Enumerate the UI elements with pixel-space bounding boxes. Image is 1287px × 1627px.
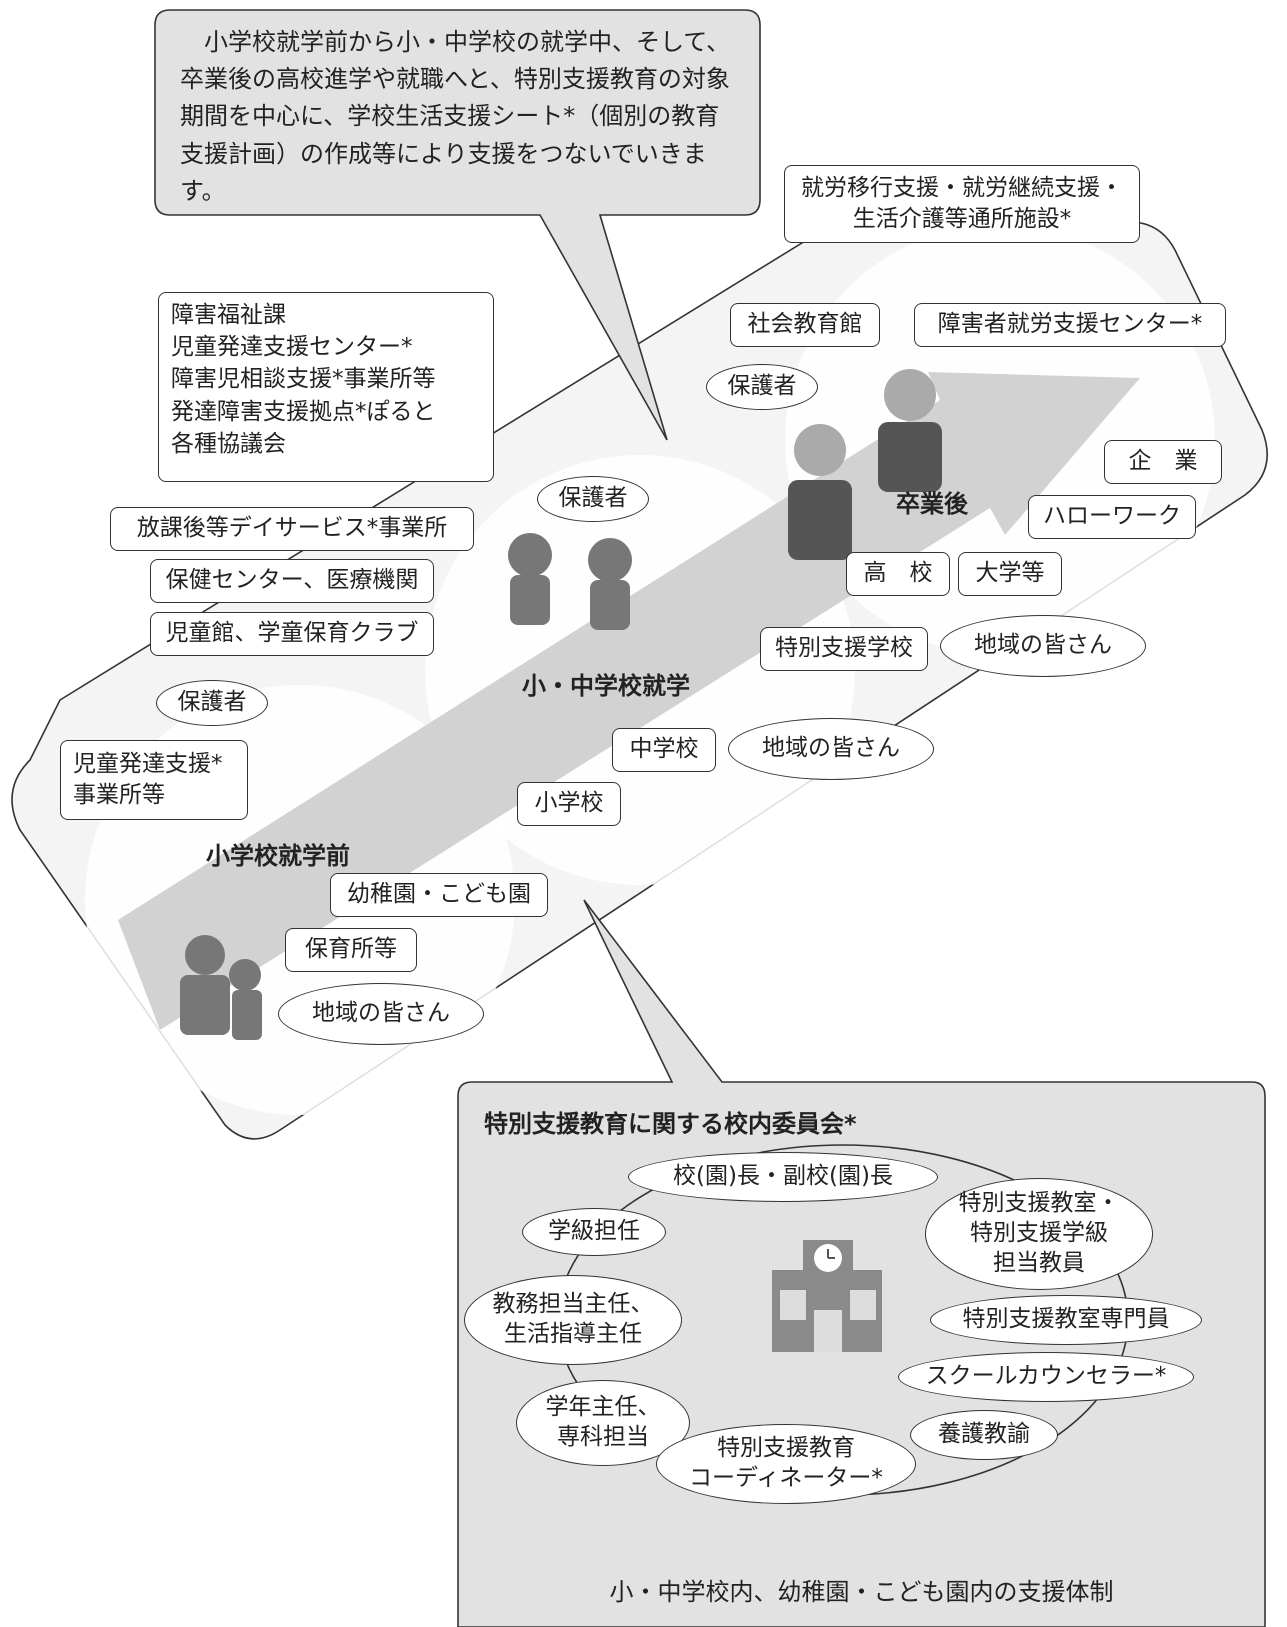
preschool-figures	[180, 935, 262, 1040]
school-building-icon	[772, 1240, 882, 1352]
graduate-figures	[788, 369, 942, 560]
hello-work-box: ハローワーク	[1028, 495, 1196, 539]
company-box: 企 業	[1104, 440, 1222, 484]
kindergarten-box: 幼稚園・こども園	[330, 873, 548, 917]
children-figures	[508, 533, 632, 630]
stage-label-graduate: 卒業後	[896, 490, 968, 518]
guardian-oval-graduate: 保護者	[706, 364, 818, 410]
welfare-agencies-box: 障害福祉課 児童発達支援センター* 障害児相談支援*事業所等 発達障害支援拠点*…	[158, 292, 494, 482]
community-oval-school: 地域の皆さん	[728, 718, 934, 780]
elementary-box: 小学校	[517, 782, 621, 826]
member-coordinator: 特別支援教育 コーディネーター*	[656, 1424, 916, 1504]
guardian-oval-school: 保護者	[537, 476, 649, 522]
member-special-room-staff: 特別支援教室専門員	[930, 1295, 1202, 1345]
guardian-oval-preschool: 保護者	[156, 680, 268, 726]
committee-panel	[457, 899, 1266, 1627]
community-oval-graduate: 地域の皆さん	[940, 615, 1146, 677]
university-box: 大学等	[958, 552, 1062, 596]
member-special-room-teacher: 特別支援教室・ 特別支援学級 担当教員	[925, 1178, 1153, 1290]
nursery-box: 保育所等	[285, 928, 417, 972]
stage-label-preschool: 小学校就学前	[206, 842, 350, 870]
callout-text: 小学校就学前から小・中学校の就学中、そして、卒業後の高校進学や就職へと、特別支援…	[180, 28, 731, 205]
special-school-box: 特別支援学校	[760, 627, 928, 671]
member-counselor: スクールカウンセラー*	[898, 1352, 1194, 1402]
health-center-box: 保健センター、医療機関	[150, 559, 434, 603]
progress-arrow	[118, 372, 1140, 1030]
member-principal: 校(園)長・副校(園)長	[628, 1152, 938, 1202]
member-nurse: 養護教諭	[910, 1410, 1058, 1460]
high-school-box: 高 校	[846, 552, 950, 596]
junior-high-box: 中学校	[612, 728, 716, 772]
callout-bubble	[154, 9, 761, 441]
member-homeroom: 学級担任	[522, 1208, 666, 1256]
child-development-box: 児童発達支援* 事業所等	[60, 740, 248, 820]
after-school-box: 放課後等デイサービス*事業所	[110, 507, 474, 551]
member-academic: 教務担当主任、 生活指導主任	[464, 1275, 682, 1365]
employment-transition-box: 就労移行支援・就労継続支援・ 生活介護等通所施設*	[784, 165, 1140, 243]
employment-support-center-box: 障害者就労支援センター*	[914, 303, 1226, 347]
committee-footer: 小・中学校内、幼稚園・こども園内の支援体制	[609, 1578, 1114, 1606]
committee-title: 特別支援教育に関する校内委員会*	[484, 1110, 857, 1138]
community-oval-preschool: 地域の皆さん	[278, 983, 484, 1045]
childrens-hall-box: 児童館、学童保育クラブ	[150, 612, 434, 656]
social-education-box: 社会教育館	[730, 303, 880, 347]
stage-label-school: 小・中学校就学	[522, 672, 690, 700]
